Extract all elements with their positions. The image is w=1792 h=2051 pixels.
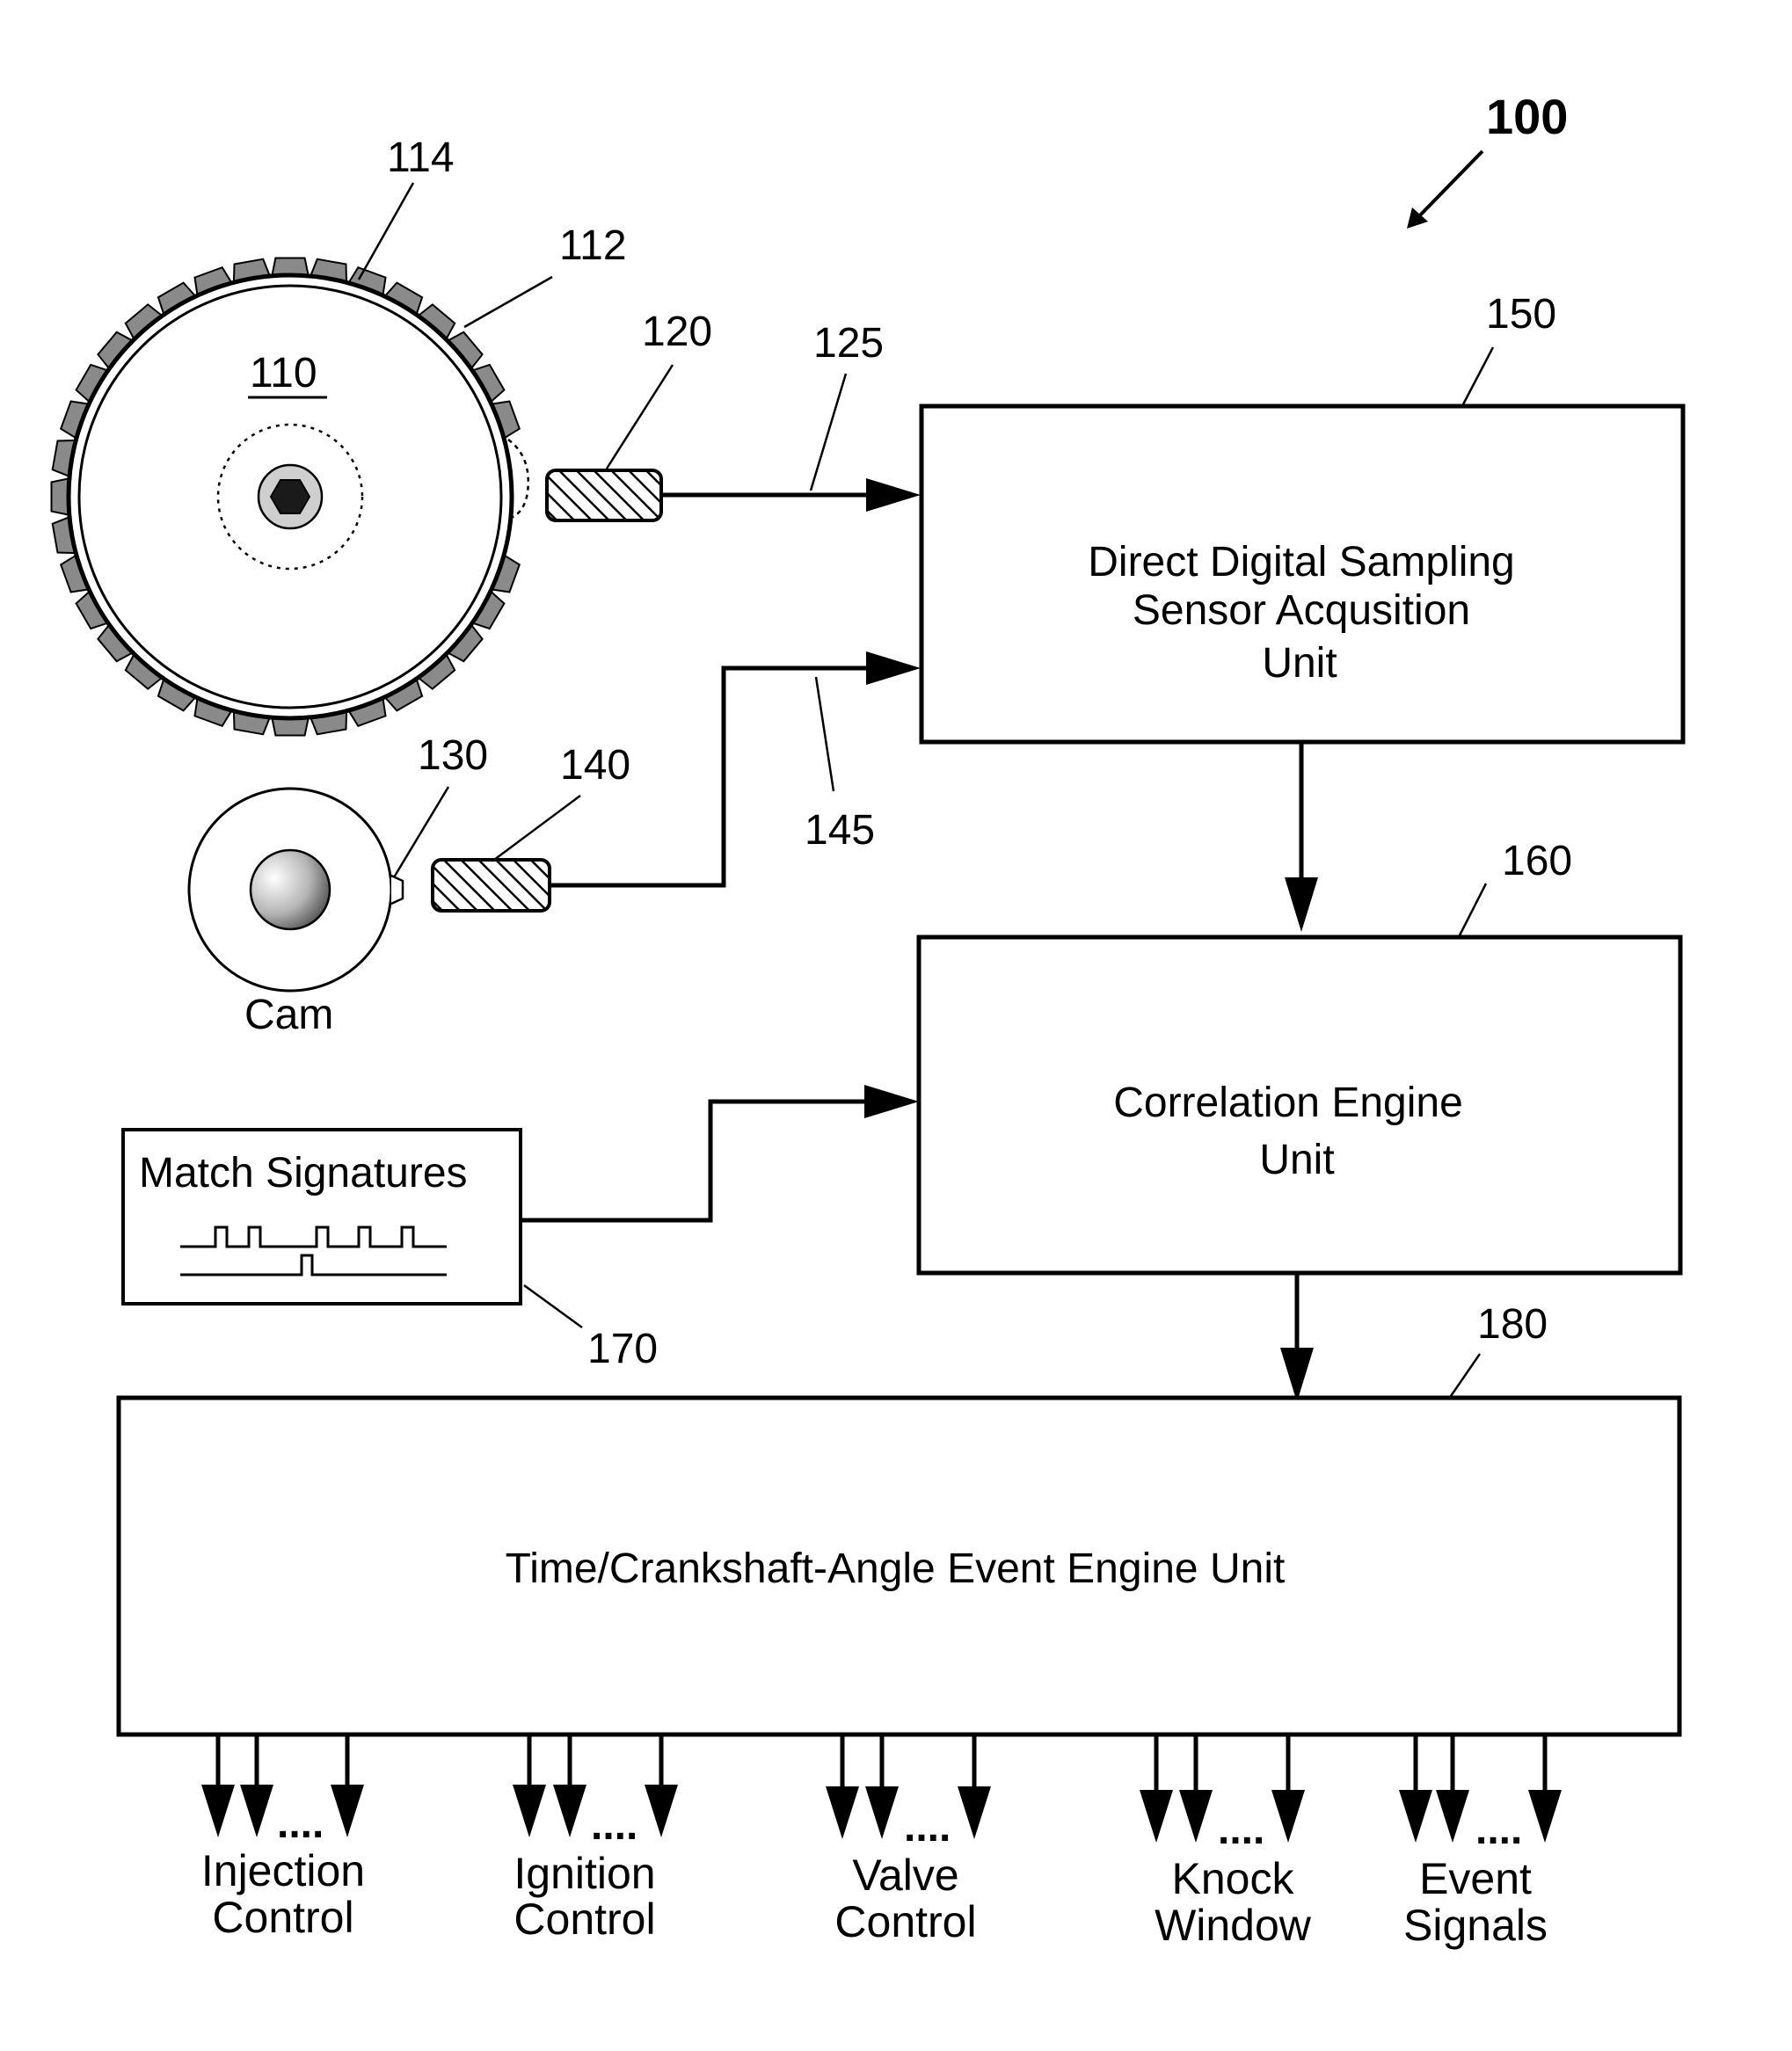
correlation-engine-leader xyxy=(1460,884,1486,935)
output-label-line-2: Control xyxy=(514,1895,655,1944)
output-arrow xyxy=(645,1735,678,1837)
output-label-line-1: Valve xyxy=(852,1851,958,1900)
crank-teeth-leader xyxy=(359,183,413,280)
cam-disk xyxy=(189,789,403,991)
output-arrow xyxy=(1436,1735,1469,1843)
crank-sensor-ref: 120 xyxy=(642,309,712,355)
output-label-line-2: Signals xyxy=(1403,1901,1548,1950)
crank-rim-ref: 112 xyxy=(559,222,627,269)
signatures-to-correlation-arrow xyxy=(521,1085,919,1220)
output-group-ignition: .... Ignition Control xyxy=(513,1735,678,1944)
output-group-valve: .... Valve Control xyxy=(826,1735,991,1946)
figure-reference-number: 100 xyxy=(1486,89,1568,144)
output-label-line-2: Window xyxy=(1155,1901,1312,1950)
cam-sensor xyxy=(433,860,550,911)
acquisition-unit-leader xyxy=(1463,347,1493,404)
acquisition-unit-line-1: Direct Digital Sampling xyxy=(1088,539,1515,585)
output-arrow xyxy=(958,1735,991,1839)
event-engine-label: Time/Crankshaft-Angle Event Engine Unit xyxy=(506,1546,1286,1592)
correlation-engine-line-2: Unit xyxy=(1259,1137,1334,1183)
output-arrow xyxy=(1179,1735,1213,1843)
cam-label: Cam xyxy=(244,992,333,1038)
output-arrow xyxy=(826,1735,859,1839)
event-engine-leader xyxy=(1451,1354,1480,1396)
crank-signal-leader xyxy=(811,374,846,491)
output-ellipsis: .... xyxy=(904,1804,951,1851)
match-signatures-ref: 170 xyxy=(587,1326,658,1372)
event-engine-ref: 180 xyxy=(1477,1301,1548,1348)
figure-reference-arrow xyxy=(1407,151,1482,229)
match-signatures-leader xyxy=(524,1285,582,1327)
cam-sensor-leader xyxy=(494,796,580,860)
cam-signal-leader xyxy=(816,677,834,791)
output-label-line-1: Event xyxy=(1419,1854,1532,1903)
output-group-knock: .... Knock Window xyxy=(1140,1735,1312,1950)
output-arrow xyxy=(1140,1735,1173,1843)
output-group-injection: .... Injection Control xyxy=(201,1735,365,1942)
correlation-engine-ref: 160 xyxy=(1502,838,1572,884)
acquisition-to-correlation-arrow xyxy=(1285,742,1318,932)
output-label-line-2: Control xyxy=(212,1893,353,1942)
crank-signal-ref: 125 xyxy=(813,320,884,367)
output-arrow xyxy=(1271,1735,1305,1843)
output-label-line-1: Ignition xyxy=(514,1849,655,1898)
crank-rim-leader xyxy=(464,277,552,327)
output-ellipsis: .... xyxy=(1475,1807,1522,1853)
crank-shaft-hex xyxy=(271,480,310,513)
acquisition-unit-ref: 150 xyxy=(1486,291,1556,338)
crank-sensor-leader xyxy=(607,365,673,469)
output-ellipsis: .... xyxy=(1218,1807,1264,1853)
output-arrow xyxy=(513,1735,546,1837)
output-ellipsis: .... xyxy=(277,1800,324,1847)
output-label-line-1: Knock xyxy=(1172,1854,1295,1903)
correlation-to-event-engine-arrow xyxy=(1280,1273,1314,1402)
output-group-event-signals: .... Event Signals xyxy=(1399,1735,1562,1950)
cam-lobe xyxy=(391,876,403,904)
cam-sensor-ref: 140 xyxy=(560,742,630,789)
output-arrow xyxy=(240,1735,273,1837)
crank-teeth-ref: 114 xyxy=(387,135,455,181)
output-arrow xyxy=(553,1735,586,1837)
crank-wheel xyxy=(52,258,528,736)
correlation-engine-line-1: Correlation Engine xyxy=(1113,1080,1463,1126)
crank-sensor xyxy=(547,470,661,520)
crank-wheel-ref: 110 xyxy=(250,350,317,396)
acquisition-unit-line-3: Unit xyxy=(1262,640,1337,687)
output-label-line-1: Injection xyxy=(201,1846,365,1895)
output-label-line-2: Control xyxy=(834,1897,976,1946)
acquisition-unit-line-2: Sensor Acqusition xyxy=(1133,587,1470,634)
output-arrow xyxy=(1399,1735,1432,1843)
match-signatures-title: Match Signatures xyxy=(139,1150,468,1196)
cam-signal-ref: 145 xyxy=(805,807,875,854)
output-arrow xyxy=(331,1735,364,1837)
cam-shaft xyxy=(251,850,330,929)
cam-lobe-ref: 130 xyxy=(418,732,488,779)
output-arrow xyxy=(201,1735,235,1837)
output-arrow xyxy=(1528,1735,1562,1843)
output-arrow xyxy=(865,1735,899,1839)
crank-signal-arrow xyxy=(661,478,921,512)
output-ellipsis: .... xyxy=(591,1802,637,1849)
